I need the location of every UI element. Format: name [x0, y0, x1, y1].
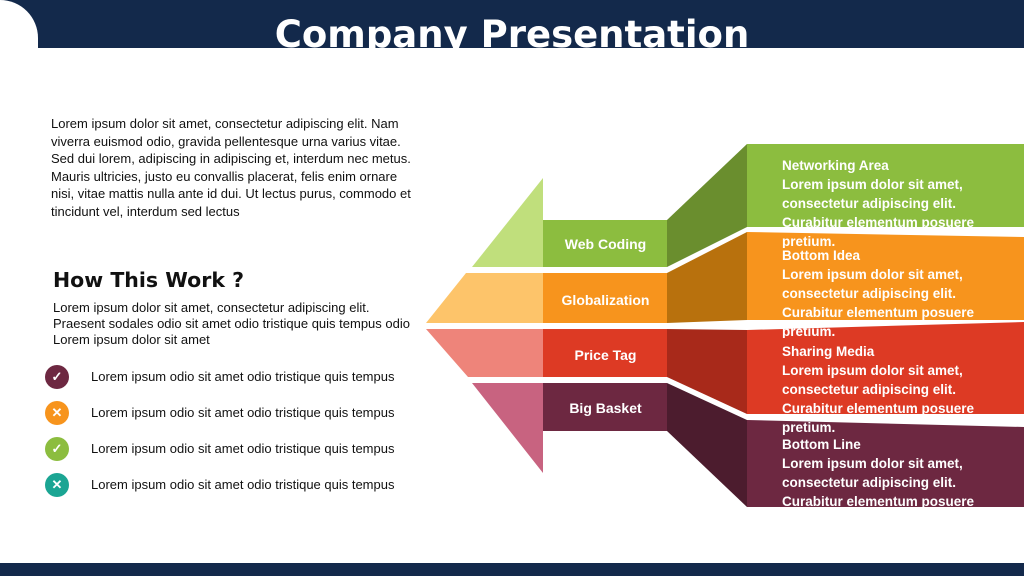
title-clip: Company Presentation: [0, 0, 1024, 48]
connector-red: [667, 329, 747, 414]
checklist-item: ✕ Lorem ipsum odio sit amet odio tristiq…: [45, 401, 445, 425]
header-bar: [0, 0, 1024, 48]
panel-line: pretium.: [782, 324, 836, 338]
panel-line: consectetur adipiscing elit.: [782, 286, 957, 301]
checklist-item-text: Lorem ipsum odio sit amet odio tristique…: [91, 369, 395, 384]
panel-line: Lorem ipsum dolor sit amet,: [782, 267, 963, 282]
panel-orange: [747, 232, 1024, 320]
panel-heading: Networking Area: [782, 158, 889, 173]
panel-line: Curabitur elementum posuere: [782, 215, 975, 230]
how-this-work-heading: How This Work ?: [53, 268, 244, 292]
check-icon: ✓: [45, 365, 69, 389]
check-icon: ✓: [45, 437, 69, 461]
label-box-orange: [543, 273, 667, 323]
checklist-item-text: Lorem ipsum odio sit amet odio tristique…: [91, 441, 395, 456]
page-title: Company Presentation: [274, 13, 750, 48]
panel-line: consectetur adipiscing elit.: [782, 382, 957, 397]
label-box-green: [543, 220, 667, 267]
panel-heading: Bottom Idea: [782, 248, 861, 263]
panel-line: pretium.: [782, 420, 836, 435]
panel-line: Lorem ipsum dolor sit amet,: [782, 177, 963, 192]
panel-heading: Sharing Media: [782, 344, 875, 359]
panel-line: Curabitur elementum posuere: [782, 494, 975, 507]
panel-text-bottom-line: Bottom Line Lorem ipsum dolor sit amet, …: [782, 435, 1018, 507]
arrowhead-orange: [426, 273, 543, 323]
arrowhead-red: [426, 329, 543, 377]
panel-maroon: [747, 420, 1024, 507]
panel-line: Curabitur elementum posuere: [782, 305, 975, 320]
panel-heading: Bottom Line: [782, 437, 861, 452]
connector-orange: [667, 232, 747, 323]
panel-text-sharing-media: Sharing Media Lorem ipsum dolor sit amet…: [782, 342, 1018, 435]
checklist-item-text: Lorem ipsum odio sit amet odio tristique…: [91, 405, 395, 420]
how-this-work-paragraph: Lorem ipsum dolor sit amet, consectetur …: [53, 300, 410, 347]
panel-line: Curabitur elementum posuere: [782, 401, 975, 416]
panel-text-networking-area: Networking Area Lorem ipsum dolor sit am…: [782, 156, 1018, 248]
checklist-item: ✓ Lorem ipsum odio sit amet odio tristiq…: [45, 365, 445, 389]
label-big-basket: Big Basket: [569, 400, 642, 416]
panel-line: consectetur adipiscing elit.: [782, 475, 957, 490]
panel-line: pretium.: [782, 234, 836, 248]
connector-green: [667, 144, 747, 267]
label-globalization: Globalization: [561, 292, 650, 308]
panel-line: consectetur adipiscing elit.: [782, 196, 957, 211]
connector-maroon: [667, 383, 747, 507]
checklist-item: ✕ Lorem ipsum odio sit amet odio tristiq…: [45, 473, 445, 497]
label-web-coding: Web Coding: [564, 236, 647, 252]
panel-red: [747, 322, 1024, 414]
checklist-item: ✓ Lorem ipsum odio sit amet odio tristiq…: [45, 437, 445, 461]
panel-line: Lorem ipsum dolor sit amet,: [782, 456, 963, 471]
arrowhead-maroon: [472, 383, 543, 473]
panel-green: [747, 144, 1024, 227]
arrowhead-green: [472, 178, 543, 267]
label-price-tag: Price Tag: [574, 347, 637, 363]
x-icon: ✕: [45, 401, 69, 425]
panel-text-bottom-idea: Bottom Idea Lorem ipsum dolor sit amet, …: [782, 246, 1018, 338]
checklist-item-text: Lorem ipsum odio sit amet odio tristique…: [91, 477, 395, 492]
intro-paragraph: Lorem ipsum dolor sit amet, consectetur …: [51, 116, 411, 219]
footer-bar: [0, 563, 1024, 576]
label-box-red: [543, 329, 667, 377]
x-icon: ✕: [45, 473, 69, 497]
panel-line: Lorem ipsum dolor sit amet,: [782, 363, 963, 378]
label-box-maroon: [543, 383, 667, 431]
